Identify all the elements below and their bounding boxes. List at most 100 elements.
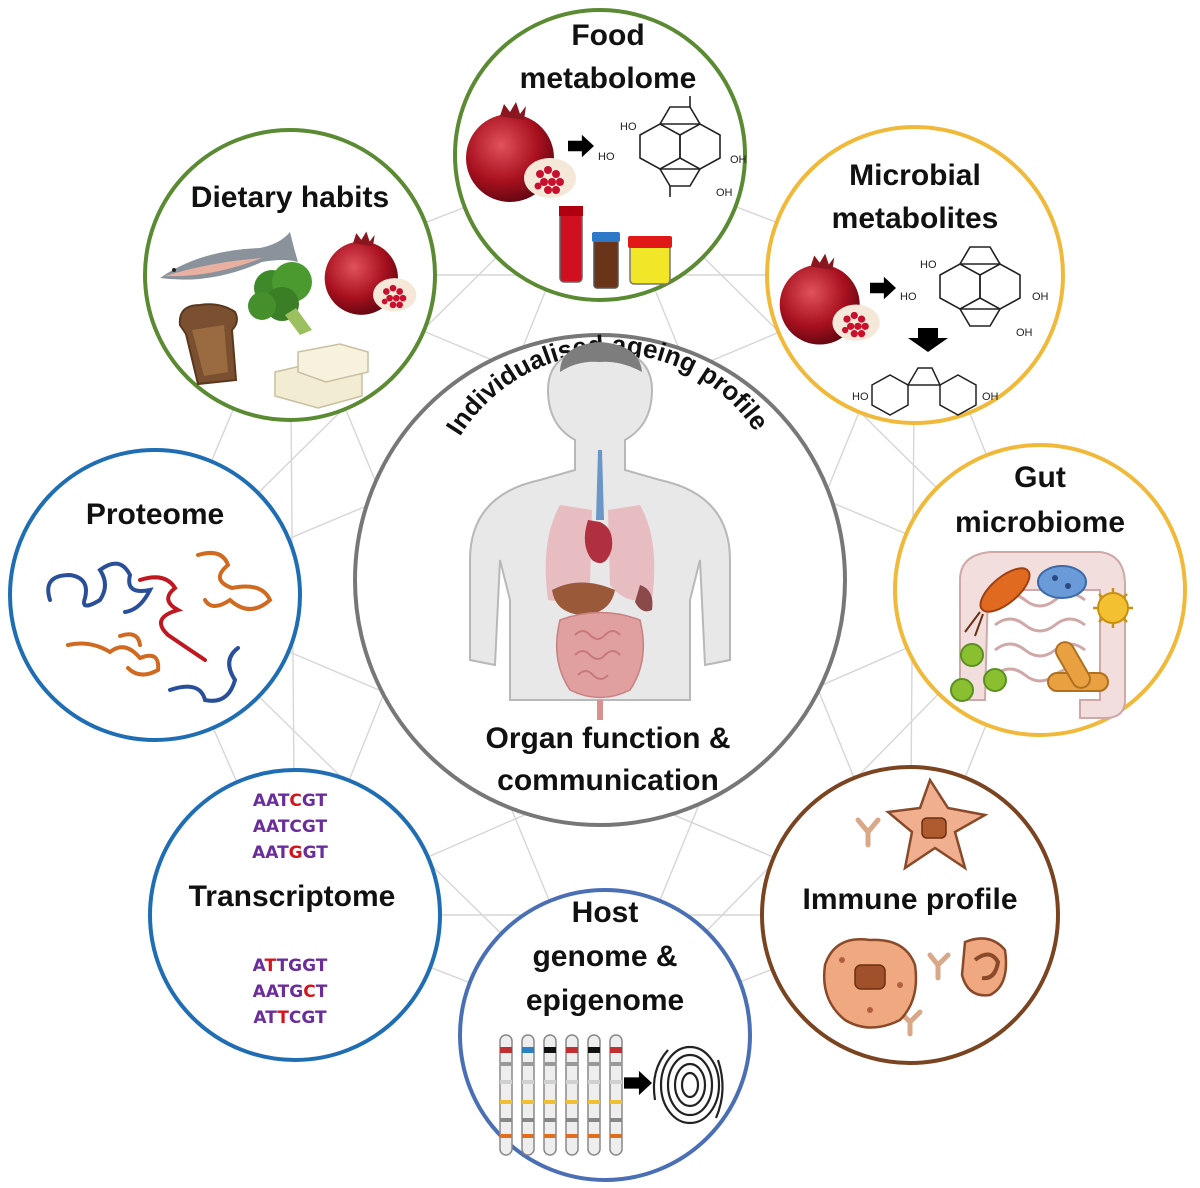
center-bottom-line2: communication <box>497 764 719 797</box>
diet-title: Dietary habits <box>191 181 389 214</box>
chem-oh-4: OH <box>1016 327 1033 339</box>
chromosome-band <box>566 1080 578 1084</box>
chem-oh-1: OH <box>730 154 747 166</box>
sequence-line: AATCGT <box>253 817 328 837</box>
chromosome-band <box>610 1134 622 1138</box>
chromosome-band <box>610 1062 622 1066</box>
node-proteome: Proteome <box>8 448 302 742</box>
host-title-line3: epigenome <box>526 984 684 1017</box>
chromosome-band <box>500 1118 512 1122</box>
proteome-title: Proteome <box>86 498 224 531</box>
chromosome-band <box>588 1062 600 1066</box>
sequence-line: AATGGT <box>252 843 328 863</box>
chromosome-band <box>500 1047 512 1053</box>
chromosome-band <box>544 1047 556 1053</box>
sample-tubes-icon <box>559 206 672 289</box>
chromosome-band <box>522 1062 534 1066</box>
bread-icon <box>178 303 238 386</box>
chem-ho-2: HO <box>598 151 615 163</box>
center-bottom-line1: Organ function & <box>486 722 731 755</box>
chromosome-band <box>566 1062 578 1066</box>
chromosome-band <box>500 1134 512 1138</box>
node-gut-microbiome: Gut microbiome <box>893 443 1187 737</box>
sequence-line: ATTGGT <box>253 956 328 976</box>
arrow-down-icon <box>908 328 948 352</box>
node-immune-profile: Immune profile <box>760 765 1060 1065</box>
lymphocyte-icon <box>960 937 1008 997</box>
host-title-line1: Host <box>572 896 639 929</box>
macrophage-icon <box>823 938 918 1029</box>
chromosome-band <box>610 1080 622 1084</box>
human-body-icon <box>469 342 731 720</box>
chromosome-band <box>566 1100 578 1104</box>
protein-strands-icon <box>46 551 273 703</box>
gut-title-line1: Gut <box>1014 461 1066 494</box>
center-node: Individualised ageing profile Organ func… <box>353 329 847 827</box>
food-title-line2: metabolome <box>520 62 697 95</box>
node-dietary-habits: Dietary habits <box>143 128 437 422</box>
chromosome-band <box>610 1100 622 1104</box>
chromosome-band <box>544 1134 556 1138</box>
chem-oh-3: OH <box>1032 291 1049 303</box>
cocci-green-icon <box>950 643 1007 702</box>
host-title-line2: genome & <box>532 940 677 973</box>
chromosome-band <box>588 1118 600 1122</box>
chromosome-band <box>544 1118 556 1122</box>
chromosome-band <box>522 1047 534 1053</box>
sequence-line: AATCGT <box>253 791 328 811</box>
node-food-metabolome: Food metabolome HO HO OH OH <box>453 8 747 302</box>
broccoli-icon <box>248 262 312 335</box>
chromosomes-icon <box>499 1034 623 1156</box>
microbial-title-line2: metabolites <box>832 202 999 235</box>
chem-oh-2: OH <box>716 187 733 199</box>
chromosome-band <box>566 1047 578 1053</box>
food-title-line1: Food <box>571 19 644 52</box>
microbial-title-line1: Microbial <box>849 159 981 192</box>
chromosome-band <box>588 1047 600 1053</box>
chromosome-band <box>588 1134 600 1138</box>
chromosome-band <box>500 1100 512 1104</box>
chromosome-band <box>522 1080 534 1084</box>
chromosome-band <box>522 1118 534 1122</box>
chromosome-band <box>522 1134 534 1138</box>
urolithin-structure-icon <box>871 367 977 416</box>
bacteria-rod-tan-icon <box>1047 641 1109 692</box>
transcriptome-title: Transcriptome <box>189 880 396 913</box>
immune-title: Immune profile <box>802 883 1017 916</box>
node-host-genome: Host genome & epigenome <box>458 888 752 1182</box>
gut-title-line2: microbiome <box>955 506 1125 539</box>
sequence-line: AATGCT <box>253 982 328 1002</box>
chromosome-band <box>566 1118 578 1122</box>
chromosome-band <box>588 1080 600 1084</box>
chem-ho-5: HO <box>852 391 869 403</box>
ellagic-acid-structure-icon <box>639 96 721 197</box>
chromosome-band <box>500 1080 512 1084</box>
sequence-list-bottom: ATTGGT AATGCT ATTCGT <box>253 956 328 1028</box>
chromosome-band <box>522 1100 534 1104</box>
chromosome-band <box>544 1062 556 1066</box>
sequence-line: ATTCGT <box>253 1008 327 1028</box>
bacteria-rod-orange-icon <box>964 567 1031 637</box>
chem-ho-3: HO <box>920 259 937 271</box>
fingerprint-icon <box>652 1045 724 1125</box>
chem-ho-4: HO <box>900 291 917 303</box>
ellagic-acid-structure-icon <box>939 246 1021 327</box>
chem-oh-5: OH <box>982 391 999 403</box>
dendritic-cell-icon <box>884 777 989 871</box>
chromosome-band <box>610 1047 622 1053</box>
sequence-list-top: AATCGT AATCGT AATGGT <box>252 791 328 863</box>
chromosome-band <box>544 1100 556 1104</box>
chromosome-band <box>500 1062 512 1066</box>
bacteria-blue-icon <box>1037 565 1087 599</box>
chem-ho-1: HO <box>620 121 637 133</box>
node-microbial-metabolites: Microbial metabolites HO HO OH OH HO OH <box>765 125 1065 425</box>
chromosome-band <box>610 1118 622 1122</box>
chromosome-band <box>544 1080 556 1084</box>
chromosome-band <box>566 1134 578 1138</box>
virus-icon <box>1093 588 1133 628</box>
tofu-icon <box>274 343 369 409</box>
fish-icon <box>160 232 298 280</box>
chromosome-band <box>588 1100 600 1104</box>
